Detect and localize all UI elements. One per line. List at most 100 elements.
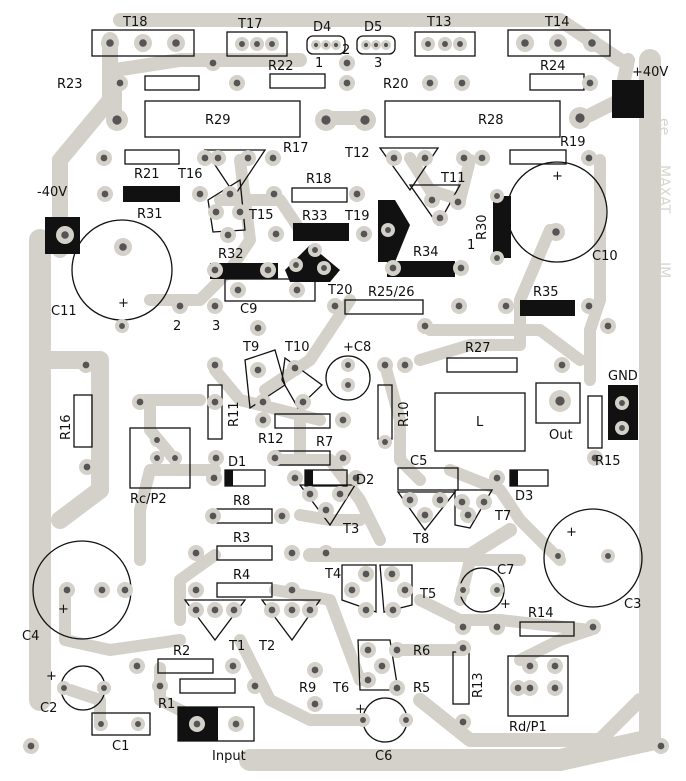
pad-hole xyxy=(306,606,314,614)
pad-hole xyxy=(345,382,351,388)
outline-C5 xyxy=(397,467,459,491)
pad-hole xyxy=(226,190,234,198)
pad-hole xyxy=(436,496,444,504)
pad-hole xyxy=(339,454,347,462)
pad-hole xyxy=(209,59,217,67)
pad-hole xyxy=(268,606,276,614)
pad-hole xyxy=(345,362,351,368)
pad-hole xyxy=(360,717,366,723)
pad-hole xyxy=(98,721,104,727)
pad-hole xyxy=(196,190,204,198)
pad-hole xyxy=(586,79,594,87)
label-R27: R27 xyxy=(465,341,491,356)
pad-hole xyxy=(421,511,429,519)
polarity-C3: + xyxy=(566,525,577,540)
copper-text-mi: IM xyxy=(656,262,672,278)
pad-hole xyxy=(382,439,388,445)
pad-hole xyxy=(270,190,278,198)
label-T11: T11 xyxy=(440,171,465,186)
pad-hole xyxy=(393,684,401,692)
pad-hole xyxy=(551,684,559,692)
label-T17: T17 xyxy=(237,17,262,32)
pad-hole xyxy=(604,322,612,330)
label-R17: R17 xyxy=(283,141,309,156)
solid-R30 xyxy=(493,196,511,258)
pad-hole xyxy=(555,553,561,559)
outline-R14 xyxy=(519,621,575,637)
pad-hole xyxy=(323,42,329,48)
pad-hole xyxy=(554,39,562,47)
pad-hole xyxy=(502,302,510,310)
component-outlines xyxy=(32,29,643,743)
pad-hole xyxy=(288,606,296,614)
label-n3-top: 3 xyxy=(374,56,382,71)
pad-hole xyxy=(291,364,299,372)
solid-D2-band xyxy=(305,470,313,486)
label-R4: R4 xyxy=(233,568,250,583)
pad-hole xyxy=(27,742,35,750)
outline-R29 xyxy=(144,100,301,138)
label-C6: C6 xyxy=(375,749,392,764)
label-n1-mid: 1 xyxy=(467,238,475,253)
label-R11: R11 xyxy=(227,401,242,427)
label-C10: C10 xyxy=(592,249,618,264)
outline-T1 xyxy=(183,599,247,642)
pad-hole xyxy=(288,586,296,594)
pad-hole xyxy=(212,208,220,216)
pad-hole xyxy=(552,228,560,236)
pad-hole xyxy=(457,41,463,47)
label-R28: R28 xyxy=(478,113,504,128)
label-R16: R16 xyxy=(59,414,74,440)
outline-C3 xyxy=(543,508,643,608)
pad-hole xyxy=(259,398,267,406)
pad-hole xyxy=(605,553,611,559)
pad-hole xyxy=(442,41,448,47)
label-R35: R35 xyxy=(533,285,559,300)
pad-hole xyxy=(211,302,219,310)
copper-text-maxat: MAXAT xyxy=(656,165,672,214)
label-R10: R10 xyxy=(397,401,412,427)
solid-D3-band xyxy=(510,470,518,486)
pad-hole xyxy=(458,498,466,506)
pad-hole xyxy=(63,586,71,594)
label-T14: T14 xyxy=(544,15,569,30)
outline-T2 xyxy=(260,599,322,642)
pad-hole xyxy=(555,396,565,406)
label-R18: R18 xyxy=(306,172,332,187)
pad-hole xyxy=(293,262,299,268)
pad-hole xyxy=(236,208,244,216)
label-C2: C2 xyxy=(40,701,57,716)
pad-hole xyxy=(312,247,318,253)
label-T18: T18 xyxy=(122,15,147,30)
outline-R21 xyxy=(124,149,180,165)
label-D5: D5 xyxy=(364,20,382,35)
outline-T16 xyxy=(203,149,267,197)
pad-hole xyxy=(585,154,593,162)
label-D4: D4 xyxy=(313,20,331,35)
pad-hole xyxy=(526,662,534,670)
pad-hole xyxy=(209,512,217,520)
label-R25-26: R25/26 xyxy=(368,285,415,300)
pads xyxy=(23,34,669,754)
pad-hole xyxy=(428,196,436,204)
outline-C8 xyxy=(325,355,371,401)
label-T10: T10 xyxy=(284,340,309,355)
label-T16: T16 xyxy=(177,167,202,182)
pad-hole xyxy=(460,154,468,162)
label-R12: R12 xyxy=(258,432,284,447)
label-R6: R6 xyxy=(413,644,430,659)
pad-hole xyxy=(210,474,218,482)
outline-T8 xyxy=(396,491,457,532)
outline-D4 xyxy=(306,35,346,55)
label-R8: R8 xyxy=(233,494,250,509)
label-R33: R33 xyxy=(302,209,328,224)
label-R23: R23 xyxy=(57,77,83,92)
pad-hole xyxy=(478,154,486,162)
pad-hole xyxy=(585,302,593,310)
label-R29: R29 xyxy=(205,113,231,128)
pad-hole xyxy=(406,496,414,504)
pad-hole xyxy=(389,606,397,614)
outline-T5 xyxy=(379,564,413,613)
pad-hole xyxy=(436,214,444,222)
label-R1: R1 xyxy=(158,697,175,712)
